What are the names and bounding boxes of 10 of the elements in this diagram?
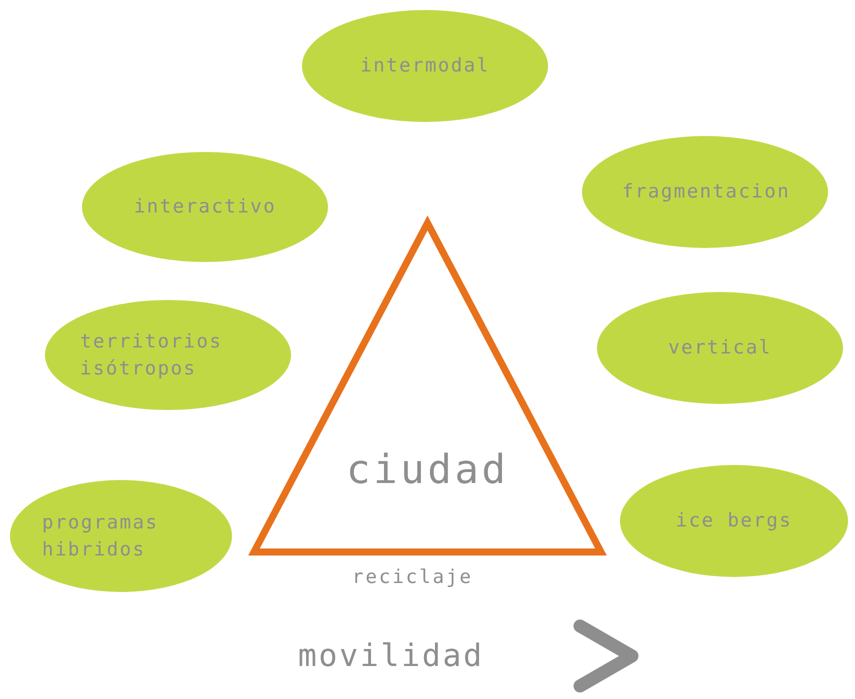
concept-label: territorios isótropos — [79, 329, 224, 381]
concept-label: vertical — [667, 336, 773, 361]
caption-text: movilidad — [298, 638, 484, 674]
concept-label: programas hibridos — [41, 510, 160, 562]
concept-label: ice bergs — [674, 508, 794, 534]
concept-label: interactivo — [132, 194, 278, 220]
center-title: ciudad — [345, 446, 510, 495]
concept-label: fragmentacion — [621, 180, 792, 205]
concept-label: intermodal — [359, 54, 491, 79]
caption-text: reciclaje — [352, 566, 473, 588]
